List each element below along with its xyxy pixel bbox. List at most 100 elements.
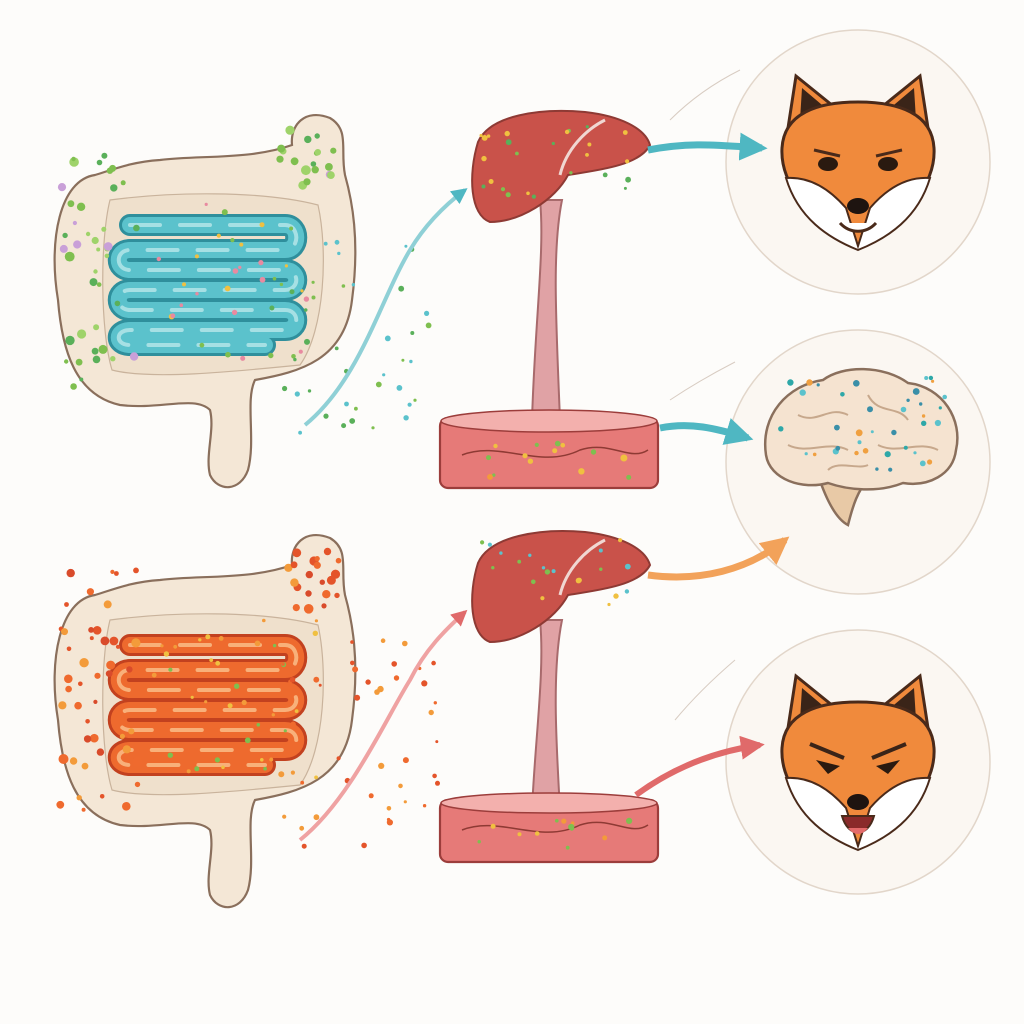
microbe-dot (62, 232, 68, 239)
microbe-dot (321, 603, 327, 609)
microbe-dot (303, 604, 314, 614)
organ-speck (626, 474, 632, 480)
organ-speck (602, 172, 608, 178)
flow-dot (341, 423, 347, 429)
flow-dot (334, 239, 340, 245)
organ-speck (564, 129, 570, 135)
microbe-dot (64, 251, 75, 262)
organ-speck (602, 835, 608, 841)
brain-speck (835, 445, 841, 451)
microbe-dot (216, 233, 221, 238)
flow-dot (428, 709, 434, 716)
microbe-dot (66, 646, 72, 652)
organ-speck (486, 455, 491, 461)
microbe-dot (69, 757, 78, 765)
microbe-dot (300, 289, 304, 293)
microbe-dot (79, 377, 84, 382)
organ-speck (504, 130, 510, 137)
flow-dot (421, 680, 428, 687)
flow-dot (386, 817, 391, 822)
microbe-dot (305, 570, 313, 579)
pointer-line (669, 361, 736, 401)
brain-speck (804, 452, 808, 456)
flow-dot (402, 757, 409, 764)
organ-speck (499, 551, 503, 555)
microbe-dot (198, 638, 202, 642)
microbe-dot (294, 709, 299, 713)
flow-dot (371, 426, 375, 430)
colon-icon-healthy (53, 113, 357, 489)
microbe-dot (75, 358, 83, 366)
microbe-dot (106, 167, 114, 174)
organ-speck (492, 473, 496, 477)
organ-speck (626, 817, 633, 825)
microbe-dot (122, 802, 131, 811)
microbe-dot (93, 324, 100, 331)
vessel-icon-top (438, 409, 660, 490)
flow-dot (298, 430, 302, 435)
brain-specks (778, 375, 947, 472)
microbe-dot (276, 155, 284, 163)
microbe-dot (58, 701, 67, 710)
flow-dot (401, 358, 405, 362)
microbes-healthy (57, 125, 337, 390)
microbe-dot (58, 754, 69, 764)
flow-dot (402, 640, 408, 647)
flow-dot (287, 686, 292, 691)
microbe-dot (110, 184, 118, 192)
microbe-dot (93, 699, 98, 705)
flow-dot (382, 373, 386, 377)
microbe-dot (134, 781, 141, 788)
microbe-dot (65, 335, 75, 346)
brain-speck (834, 424, 840, 431)
flow-dot (269, 305, 275, 311)
microbe-dot (305, 590, 312, 597)
microbe-dot (186, 769, 191, 774)
microbe-dot (330, 147, 337, 154)
microbe-dot (61, 628, 68, 636)
microbe-dot (129, 352, 139, 361)
microbe-dot (238, 265, 242, 270)
arrow-icon (647, 536, 790, 581)
flow-dot (300, 780, 305, 785)
organ-speck (522, 453, 528, 459)
microbe-dot (325, 163, 333, 171)
fox-face-icon-calm (780, 73, 936, 252)
organ-speck (500, 187, 506, 192)
organ-speck (585, 125, 589, 129)
flow-dot (375, 381, 382, 388)
arrow-icon (298, 609, 468, 842)
microbe-dot (156, 256, 161, 262)
microbe-dot (292, 604, 300, 612)
microbe-dot (71, 156, 76, 162)
microbe-dot (179, 303, 184, 308)
microbe-dot (94, 672, 101, 679)
microbe-dot (96, 247, 101, 252)
microbe-dot (285, 125, 295, 135)
microbe-dot (115, 644, 121, 649)
organ-speck (624, 589, 630, 594)
microbe-dot (240, 355, 246, 361)
microbe-dot (163, 651, 170, 657)
organ-speck (569, 171, 573, 175)
organ-speck (624, 563, 631, 570)
microbe-dot (231, 309, 238, 316)
organ-speck (587, 142, 592, 147)
microbe-dot (290, 561, 298, 569)
organ-speck (531, 579, 536, 585)
organ-speck (568, 823, 575, 831)
organ-speck (565, 845, 570, 850)
brain-speck (919, 402, 923, 406)
brain-speck (924, 376, 929, 380)
flow-dot (403, 800, 407, 804)
flow-dot (432, 773, 437, 779)
flow-dot (424, 310, 430, 316)
microbe-dot (327, 171, 335, 180)
flow-dot (404, 244, 408, 248)
flow-dot (410, 331, 415, 335)
organ-speck (486, 134, 491, 138)
microbe-dot (170, 313, 176, 319)
microbe-dot (70, 383, 77, 390)
flow-dot (282, 814, 287, 819)
